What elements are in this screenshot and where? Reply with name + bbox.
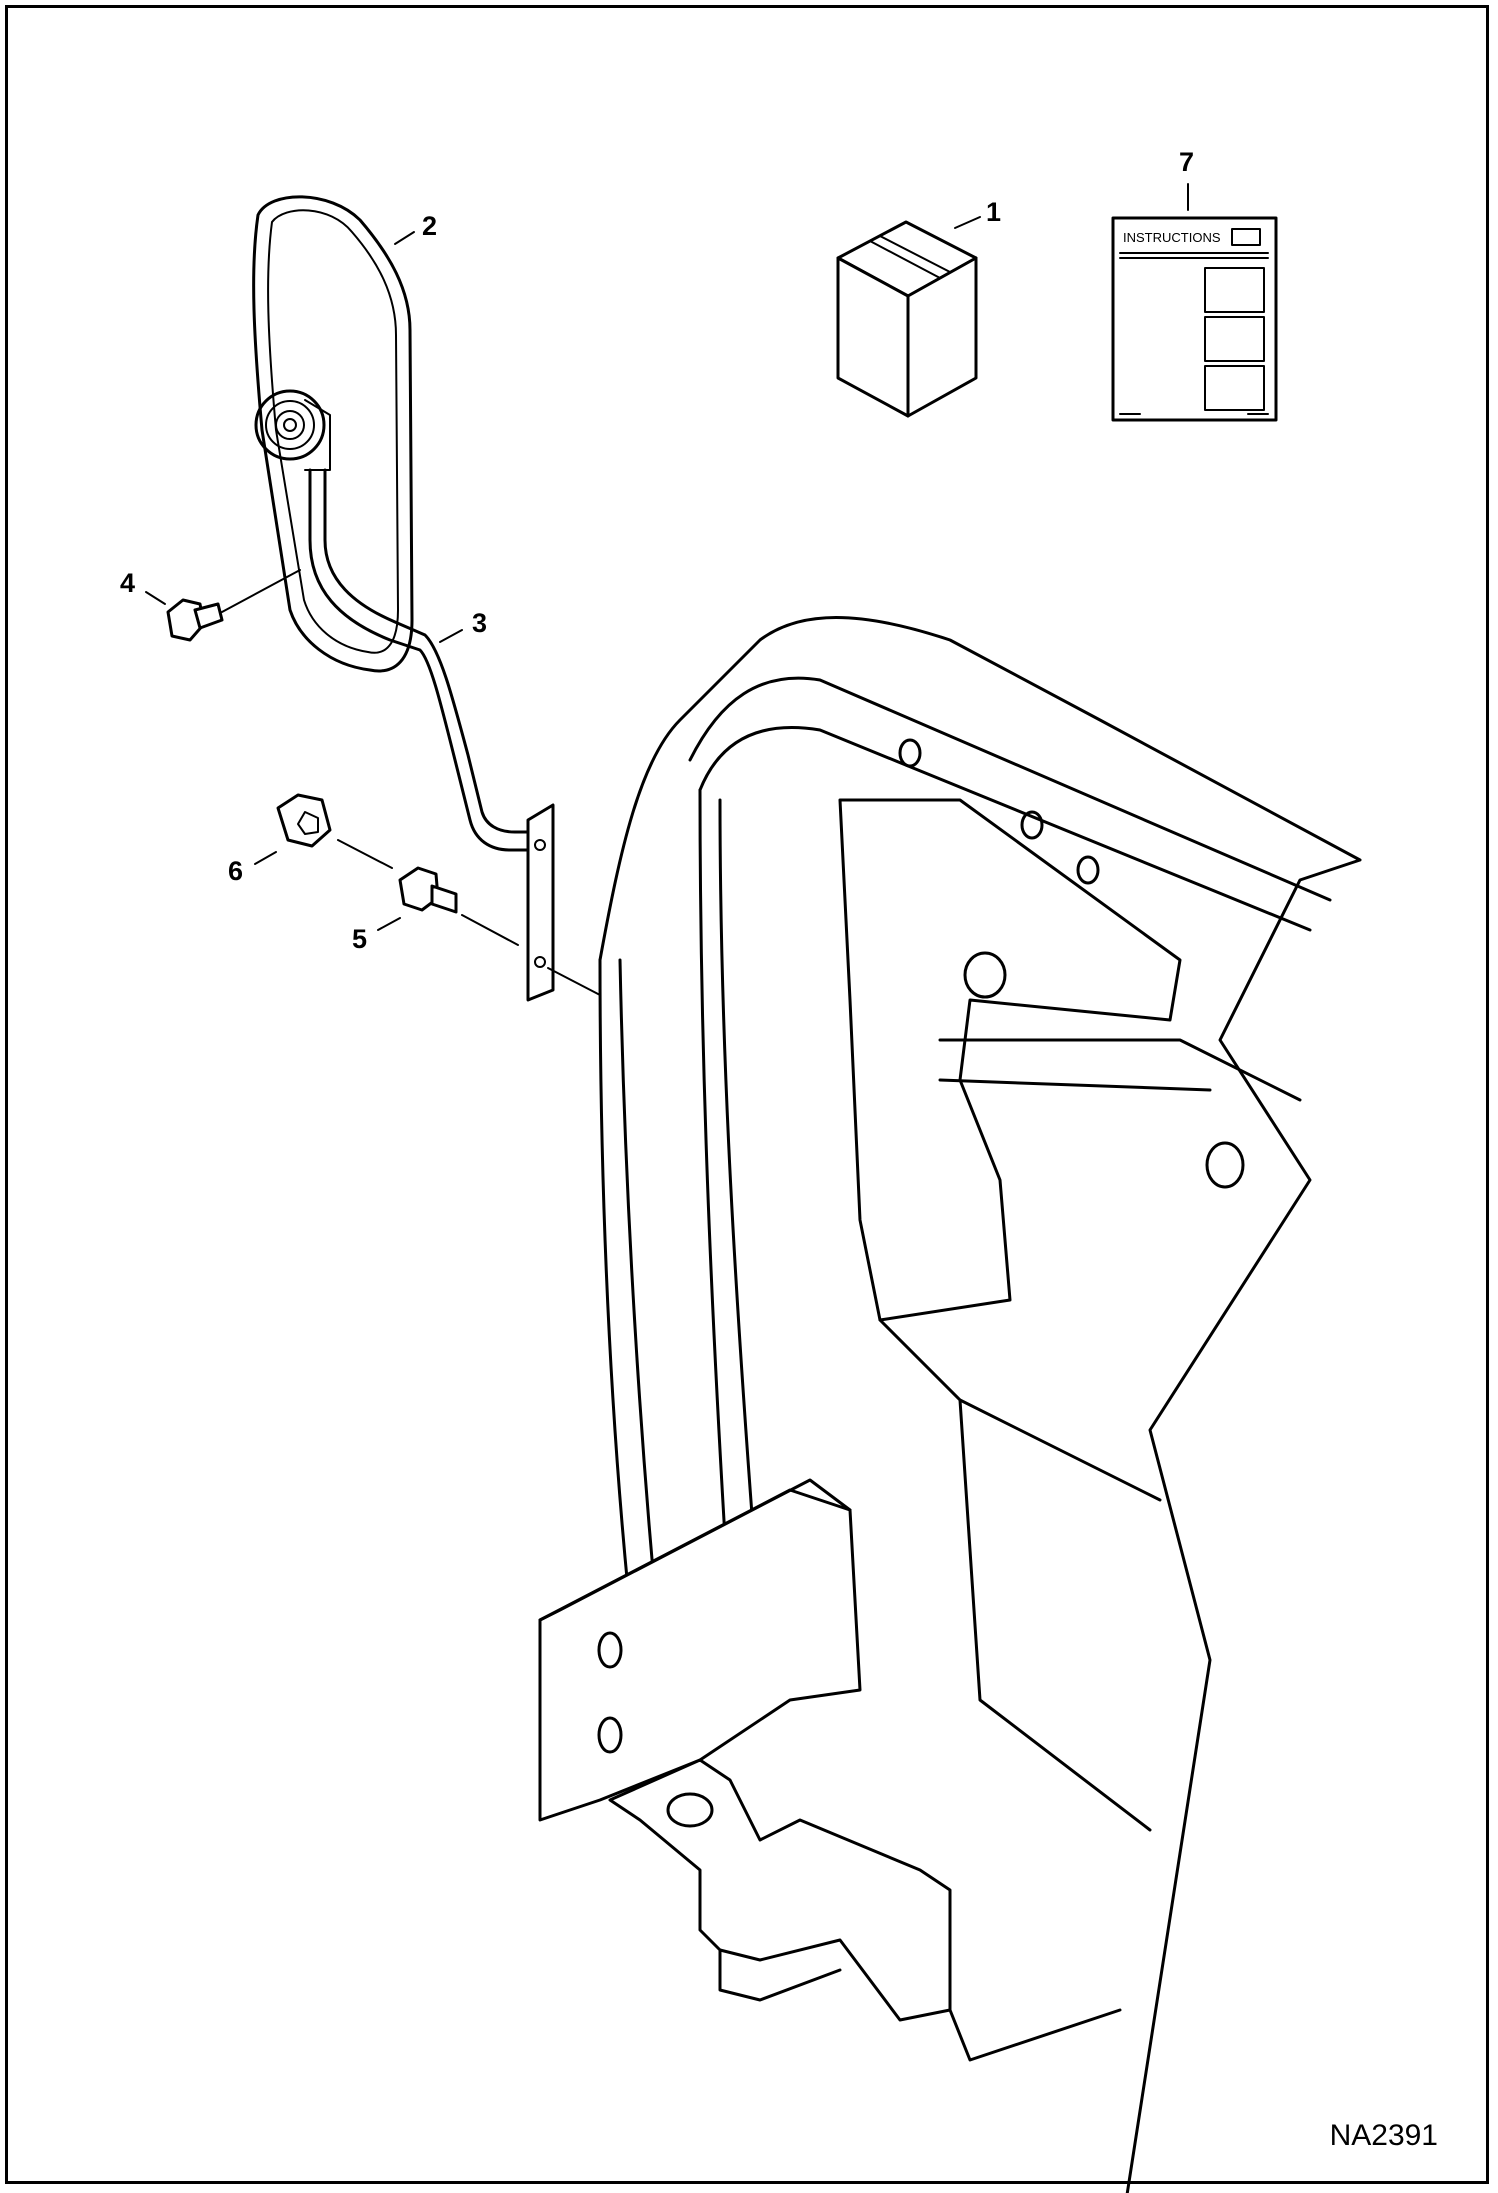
bolt-part-5 [398, 866, 519, 946]
callout-4: 4 [120, 568, 166, 605]
box-part-1 [836, 220, 978, 418]
callout-7-label: 7 [1179, 147, 1194, 177]
callout-2-label: 2 [422, 211, 437, 241]
callout-4-label: 4 [120, 568, 135, 598]
callout-1: 1 [954, 197, 1001, 229]
mirror-part-2 [252, 195, 414, 673]
drawing-code: NA2391 [1329, 2119, 1438, 2152]
instructions-title: INSTRUCTIONS [1123, 230, 1221, 245]
mirror-arm-part-3 [308, 468, 601, 1002]
callout-2: 2 [394, 211, 437, 245]
callout-3: 3 [439, 608, 487, 643]
callout-6: 6 [228, 851, 277, 886]
instructions-sheet-part-7: INSTRUCTIONS [1111, 216, 1278, 422]
bolt-part-4 [166, 569, 301, 642]
drawing-border [5, 5, 1489, 2184]
nut-part-6 [276, 793, 393, 869]
callout-6-label: 6 [228, 856, 243, 886]
callout-5-label: 5 [352, 924, 367, 954]
callout-1-label: 1 [986, 197, 1001, 227]
callout-5: 5 [352, 917, 401, 954]
callout-3-label: 3 [472, 608, 487, 638]
callout-7: 7 [1179, 147, 1194, 211]
loader-frame [538, 616, 1362, 2193]
